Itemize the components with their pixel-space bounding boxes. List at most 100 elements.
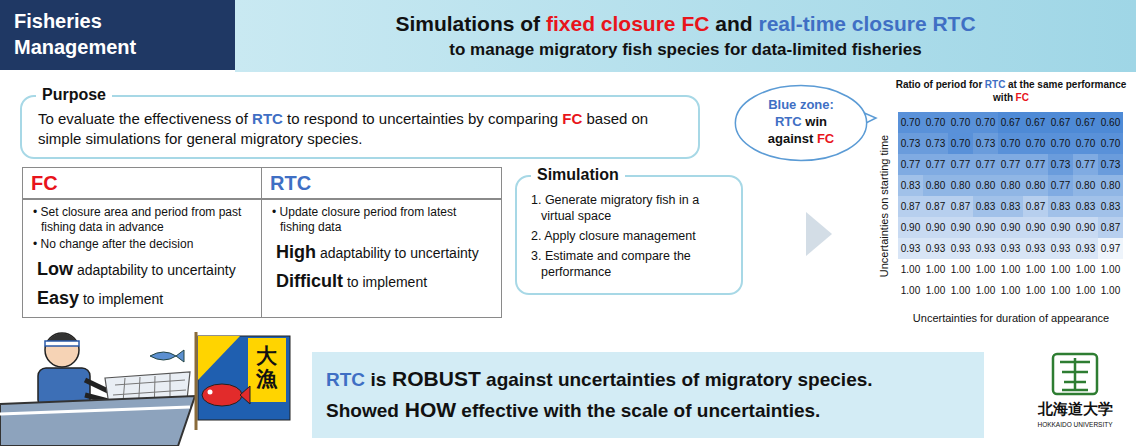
heatmap-cell: 1.00 [1023,259,1048,280]
heatmap-cell: 0.90 [973,217,998,238]
text-line: • No change after the decision [23,236,261,253]
node-text: • Update closure period from latest fish… [272,205,456,234]
heatmap-cell: 0.90 [1048,217,1073,238]
node-text: Low [37,259,73,279]
heatmap-cell: 0.77 [1023,154,1048,175]
node-text: to implement [83,291,163,307]
heatmap-cell: 0.77 [898,154,923,175]
node-text: Simulations of [395,12,540,35]
text-line: 3. Estimate and compare the performance [531,247,731,283]
heatmap-cell: 0.80 [998,175,1023,196]
node-text: effective with the scale of uncertaintie… [461,400,820,421]
node-text: against uncertainties of migratory speci… [486,369,872,390]
heatmap-cell: 1.00 [1048,280,1073,301]
node-text: win [805,114,827,129]
header-badge: Fisheries Management [0,0,235,70]
heatmap-cell: 0.80 [923,175,948,196]
heatmap-cell: 0.70 [998,133,1023,154]
node-text: adaptability to uncertainty [77,262,236,278]
heatmap-cell: 0.83 [1048,196,1073,217]
heatmap-cell: 0.70 [1048,133,1073,154]
node-text: adaptability to uncertainty [320,245,479,261]
heatmap-cell: 1.00 [973,259,998,280]
heatmap-cell: 1.00 [998,280,1023,301]
heatmap-title-text: RTC [985,79,1006,90]
heatmap-cell: 1.00 [1073,280,1098,301]
heatmap-cell: 0.83 [973,196,998,217]
heatmap-cell: 0.70 [948,112,973,133]
heatmap-cell: 0.83 [1073,196,1098,217]
heatmap-cell: 1.00 [1048,259,1073,280]
heatmap-cell: 0.77 [923,154,948,175]
heatmap-cell: 0.80 [948,175,973,196]
heatmap-cell: 0.87 [1023,196,1048,217]
heatmap-cell: 0.87 [923,196,948,217]
heatmap-cell: 0.73 [1098,154,1123,175]
heatmap-cell: 0.90 [998,217,1023,238]
heatmap-cell: 0.67 [1023,112,1048,133]
node-text: 3. Estimate and compare the performance [531,249,691,279]
heatmap-cell: 0.93 [973,238,998,259]
node-text: is [370,369,386,390]
fisherman-illustration [0,333,195,446]
simulation-box: Simulation1. Generate migratory fish in … [515,175,743,295]
heatmap-cell: 0.90 [898,217,923,238]
heatmap-cell: 0.60 [1098,112,1123,133]
heatmap-cell: 0.93 [898,238,923,259]
heatmap-cell: 1.00 [973,280,998,301]
heatmap-cell: 0.80 [1023,175,1048,196]
node-text: FC [817,131,834,146]
heatmap-cell: 0.80 [1098,175,1123,196]
heatmap-cell: 1.00 [923,259,948,280]
node-text: To evaluate the effectiveness of [38,110,248,127]
heatmap-cell: 0.87 [1098,217,1123,238]
heatmap-cell: 0.93 [1073,238,1098,259]
node-text: RTC [252,110,283,127]
heatmap-cell: 0.90 [923,217,948,238]
heatmap-cell: 0.77 [998,154,1023,175]
heatmap-cell: 0.73 [923,133,948,154]
heatmap-cell: 0.70 [948,133,973,154]
node-text: HOW [405,398,456,421]
node-text: Easy [37,288,79,308]
heatmap-cell: 0.90 [1023,217,1048,238]
heatmap-cell: 1.00 [923,280,948,301]
heatmap-cell: 0.73 [1048,154,1073,175]
heatmap-cell: 0.77 [1048,175,1073,196]
heatmap-cell: 1.00 [948,259,973,280]
text-line: RTC [262,168,501,200]
university-emblem [1053,354,1097,394]
node-text: to manage migratory fish species for dat… [449,40,921,59]
node-text: High [276,242,316,262]
heatmap-cell: 0.83 [1098,196,1123,217]
text-line: FC [23,168,261,200]
text-line: Simulation [531,165,625,185]
heatmap-cell: 1.00 [998,259,1023,280]
heatmap-cell: 0.97 [1098,238,1123,259]
heatmap-cell: 0.83 [898,175,923,196]
flag-text: 大漁 [256,344,277,390]
heatmap-cell: 0.67 [1073,112,1098,133]
node-text: RTC [270,172,311,194]
heatmap-cell: 0.67 [998,112,1023,133]
heatmap-cell: 0.77 [973,154,998,175]
node-text: FC [31,172,58,194]
text-line: againstFC [740,130,862,147]
node-text: FC [562,110,582,127]
heatmap-cell: 1.00 [1023,280,1048,301]
text-line: Showed HOWeffective with the scale of unc… [326,395,970,426]
heatmap-cell: 1.00 [898,280,923,301]
node-text: Purpose [42,86,106,103]
node-text: Blue zone: [768,97,834,112]
text-line: to manage migratory fish species for dat… [245,38,1126,62]
node-text: fixed closure FC [546,12,709,35]
node-text: RTC [775,114,802,129]
text-line: • Update closure period from latest fish… [262,204,501,236]
heatmap-cell: 0.77 [948,154,973,175]
node-text: Showed [326,400,399,421]
table-column: RTC • Update closure period from latest f… [261,167,502,318]
university-name-en: HOKKAIDO UNIVERSITY [1020,421,1130,428]
text-line: Blue zone: [740,96,862,113]
heatmap-title-text: Ratio of period for [896,79,983,90]
text-line: Fisheries Management [14,8,221,60]
